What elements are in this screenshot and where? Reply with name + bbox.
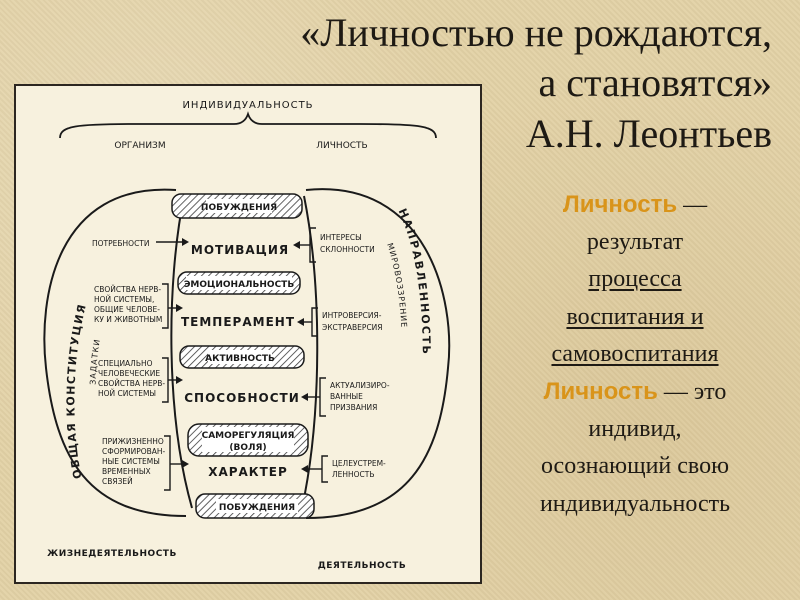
left-formed-2: СФОРМИРОВАН- [102,447,166,456]
definition-2-line-3: осознающий свою [540,453,730,480]
left-human-3: СВОЙСТВА НЕРВ- [98,379,165,388]
right-purposeful-2: ЛЕННОСТЬ [332,470,375,479]
left-nervous-3: ОБЩИЕ ЧЕЛОВЕ- [94,305,160,314]
definitions-block: Личность — результат процесса воспитания… [490,186,780,523]
left-arc-label: ОБЩАЯ КОНСТИТУЦИЯ [64,302,89,480]
center-character: ХАРАКТЕР [208,465,288,479]
right-introversion-2: ЭКСТРАВЕРСИЯ [322,323,383,332]
svg-text:ПОБУЖДЕНИЯ: ПОБУЖДЕНИЯ [201,203,277,213]
band-impulses-bottom: ПОБУЖДЕНИЯ [195,493,315,519]
right-header: ЛИЧНОСТЬ [316,141,367,151]
right-interests-2: СКЛОННОСТИ [320,245,375,254]
left-formed-1: ПРИЖИЗНЕННО [102,437,164,446]
top-label: ИНДИВИДУАЛЬНОСТЬ [182,100,313,111]
left-header: ОРГАНИЗМ [114,141,165,151]
left-arc-sublabel: ЗАДАТКИ [88,338,102,385]
right-interests-1: ИНТЕРЕСЫ [320,233,362,242]
quote-author: А.Н. Леонтьев [525,110,772,156]
definition-1-line-2: результат [586,229,684,256]
left-nervous-2: НОЙ СИСТЕМЫ, [94,295,154,304]
left-formed-5: СВЯЗЕЙ [102,477,133,486]
bottom-left-label: ЖИЗНЕДЕЯТЕЛЬНОСТЬ [47,549,177,559]
left-items: ПОТРЕБНОСТИ СВОЙСТВА НЕРВ- НОЙ СИСТЕМЫ, … [92,239,166,486]
definition-1-term: Личность [562,191,678,218]
left-nervous-4: КУ И ЖИВОТНЫМ [94,315,162,324]
band-activity: АКТИВНОСТЬ [179,345,305,369]
svg-text:ПОБУЖДЕНИЯ: ПОБУЖДЕНИЯ [219,503,295,513]
left-connectors [156,241,182,491]
left-human-1: СПЕЦИАЛЬНО [98,359,153,368]
bottom-right-label: ДЕЯТЕЛЬНОСТЬ [318,561,407,571]
definition-1-line-1: Личность — [490,186,780,224]
personality-diagram: ИНДИВИДУАЛЬНОСТЬ ОРГАНИЗМ ЛИЧНОСТЬ ОБЩАЯ… [14,84,482,584]
left-formed-4: ВРЕМЕННЫХ [102,467,151,476]
svg-text:АКТИВНОСТЬ: АКТИВНОСТЬ [205,354,275,364]
band-impulses-top: ПОБУЖДЕНИЯ [171,193,303,219]
quote-block: «Личностью не рождаются, а становятся» А… [212,8,772,159]
svg-text:(ВОЛЯ): (ВОЛЯ) [229,443,266,453]
svg-text:САМОРЕГУЛЯЦИЯ: САМОРЕГУЛЯЦИЯ [202,431,295,441]
quote-line-1: «Личностью не рождаются, [300,10,772,55]
left-needs: ПОТРЕБНОСТИ [92,239,150,248]
personality-outline [305,188,451,519]
left-formed-3: НЫЕ СИСТЕМЫ [102,457,160,466]
definition-2-line-4: индивидуальность [539,490,731,517]
center-left-edge [170,195,193,509]
right-vocations-1: АКТУАЛИЗИРО- [330,381,390,390]
definition-2-rest: — это [657,378,727,405]
definition-2-line-2: индивид, [588,416,682,443]
svg-text:ЭМОЦИОНАЛЬНОСТЬ: ЭМОЦИОНАЛЬНОСТЬ [184,280,295,290]
left-arrowheads [176,238,189,468]
center-motivation: МОТИВАЦИЯ [191,243,289,257]
band-emotionality: ЭМОЦИОНАЛЬНОСТЬ [177,271,301,295]
center-temperament: ТЕМПЕРАМЕНТ [181,315,295,329]
band-self-regulation: САМОРЕГУЛЯЦИЯ (ВОЛЯ) [187,423,309,457]
top-brace [59,111,437,139]
left-nervous-1: СВОЙСТВА НЕРВ- [94,285,161,294]
left-human-4: НОЙ СИСТЕМЫ [98,389,156,398]
organism-outline [43,188,187,517]
right-vocations-3: ПРИЗВАНИЯ [330,403,377,412]
right-vocations-2: ВАННЫЕ [330,392,363,401]
definition-1-line-4: воспитания и [566,303,704,330]
right-connectors [300,227,328,483]
definition-1-dash: — [677,192,708,218]
quote-line-2: а становятся» [538,60,772,106]
right-purposeful-1: ЦЕЛЕУСТРЕМ- [332,459,386,468]
center-abilities: СПОСОБНОСТИ [184,391,299,405]
right-arrowheads [293,241,308,473]
diagram-svg: ИНДИВИДУАЛЬНОСТЬ ОРГАНИЗМ ЛИЧНОСТЬ ОБЩАЯ… [43,100,451,571]
left-human-2: ЧЕЛОВЕЧЕСКИЕ [98,369,160,378]
right-introversion-1: ИНТРОВЕРСИЯ- [322,311,382,320]
definition-1-line-5: самовоспитания [551,340,719,367]
definition-2-line-1: Личность — это [490,373,780,411]
definition-2-term: Личность [543,377,658,405]
right-arc-sublabel: МИРОВОЗЗРЕНИЕ [385,242,408,329]
definition-1-line-3: процесса [588,266,682,293]
right-items: ИНТЕРЕСЫ СКЛОННОСТИ ИНТРОВЕРСИЯ- ЭКСТРАВ… [320,233,390,479]
